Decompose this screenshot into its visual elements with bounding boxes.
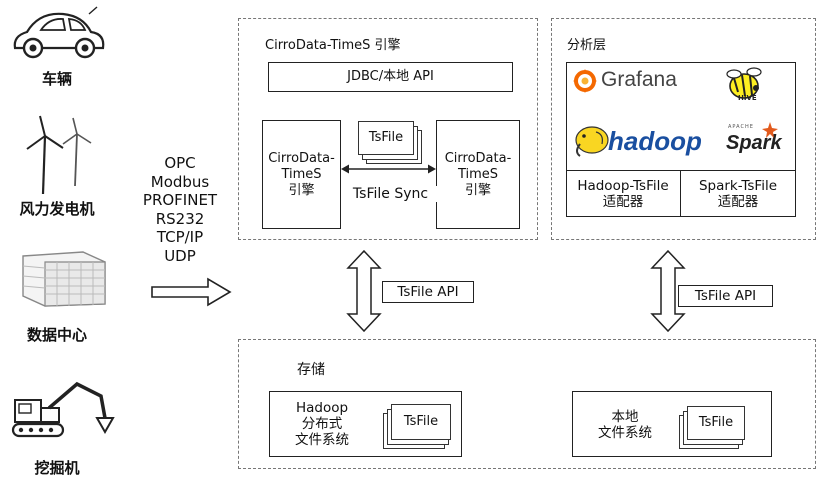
ingest-arrow bbox=[151, 277, 232, 307]
hive-bee-icon bbox=[726, 67, 762, 99]
engine-node-left-line1: CirroData- bbox=[268, 150, 335, 166]
engine-tsfile-box: TsFile bbox=[358, 121, 414, 155]
protocol-profinet: PROFINET bbox=[142, 191, 218, 209]
engine-node-right-line3: 引擎 bbox=[464, 182, 491, 198]
wind-turbine-icon bbox=[26, 115, 92, 195]
spark-tsfile-adapter: Spark-TsFile 适配器 bbox=[681, 172, 795, 216]
local-fs-label-line2: 文件系统 bbox=[598, 425, 652, 441]
grafana-wordmark: Grafana bbox=[601, 68, 677, 91]
hdfs-label-line1: Hadoop bbox=[295, 400, 349, 416]
storage-layer bbox=[238, 339, 816, 469]
building-icon bbox=[22, 251, 106, 307]
hdfs-label-line3: 文件系统 bbox=[295, 432, 349, 448]
engine-title: CirroData-TimeS 引擎 bbox=[265, 38, 401, 53]
excavator-label: 挖掘机 bbox=[34, 459, 80, 477]
grafana-logo: Grafana bbox=[572, 66, 692, 96]
source-datacenter: 数据中心 bbox=[5, 248, 115, 348]
protocol-tcpip: TCP/IP bbox=[156, 228, 204, 246]
analysis-divider bbox=[566, 170, 796, 171]
engine-layer bbox=[238, 18, 538, 240]
protocol-list: OPC Modbus PROFINET RS232 TCP/IP UDP bbox=[125, 154, 235, 265]
source-wind-turbine: 风力发电机 bbox=[5, 115, 115, 226]
engine-node-right: CirroData- TimeS 引擎 bbox=[436, 120, 520, 229]
grafana-swirl-icon bbox=[573, 69, 597, 93]
analysis-title: 分析层 bbox=[567, 38, 607, 53]
protocol-modbus: Modbus bbox=[150, 172, 210, 191]
tsfile-sync-label: TsFile Sync bbox=[343, 186, 438, 202]
protocol-opc: OPC bbox=[164, 154, 196, 172]
excavator-icon bbox=[11, 381, 115, 438]
protocol-udp: UDP bbox=[164, 246, 196, 265]
wind-turbine-label: 风力发电机 bbox=[19, 200, 95, 218]
local-fs-label: 本地 文件系统 bbox=[585, 404, 665, 446]
spark-wordmark: Spark bbox=[726, 132, 782, 154]
jdbc-api-box: JDBC/本地 API bbox=[268, 62, 513, 92]
api-arrow-right bbox=[650, 249, 686, 333]
protocol-rs232: RS232 bbox=[155, 209, 205, 228]
hadoop-logo: hadoop bbox=[572, 120, 702, 160]
spark-logo: APACHE Spark bbox=[722, 122, 782, 162]
hdfs-label: Hadoop 分布式 文件系统 bbox=[272, 396, 372, 452]
hdfs-label-line2: 分布式 bbox=[301, 416, 343, 432]
hive-wordmark: HIVE bbox=[738, 94, 757, 102]
sync-double-arrow bbox=[341, 164, 436, 174]
tsfile-api-left: TsFile API bbox=[382, 281, 474, 303]
spark-prefix: APACHE bbox=[728, 124, 754, 130]
hadoop-tsfile-adapter: Hadoop-TsFile 适配器 bbox=[567, 172, 679, 216]
engine-node-left: CirroData- TimeS 引擎 bbox=[262, 120, 341, 229]
spark-star-icon bbox=[762, 122, 778, 138]
hadoop-wordmark: hadoop bbox=[608, 126, 702, 156]
engine-node-left-line3: 引擎 bbox=[288, 182, 315, 198]
adapter-divider bbox=[680, 170, 681, 217]
hive-logo: HIVE bbox=[724, 66, 768, 106]
engine-node-right-line1: CirroData- bbox=[444, 150, 512, 166]
hadoop-adapter-line1: Hadoop-TsFile bbox=[577, 178, 669, 194]
spark-adapter-line1: Spark-TsFile bbox=[698, 178, 778, 194]
source-car: 车辆 bbox=[5, 6, 110, 96]
storage-title: 存储 bbox=[297, 362, 325, 378]
hadoop-adapter-line2: 适配器 bbox=[602, 194, 644, 210]
datacenter-label: 数据中心 bbox=[26, 326, 87, 344]
car-icon bbox=[13, 6, 105, 59]
engine-node-left-line2: TimeS bbox=[281, 166, 322, 182]
local-tsfile-box: TsFile bbox=[687, 406, 745, 440]
engine-node-right-line2: TimeS bbox=[457, 166, 499, 182]
api-arrow-left bbox=[346, 249, 382, 333]
local-fs-label-line1: 本地 bbox=[611, 409, 639, 425]
hadoop-elephant-icon bbox=[575, 126, 609, 157]
analysis-layer bbox=[551, 18, 816, 240]
source-excavator: 挖掘机 bbox=[5, 378, 115, 478]
spark-adapter-line2: 适配器 bbox=[717, 194, 759, 210]
tsfile-api-right: TsFile API bbox=[678, 285, 773, 307]
car-label: 车辆 bbox=[41, 70, 72, 88]
hdfs-tsfile-box: TsFile bbox=[391, 404, 451, 440]
